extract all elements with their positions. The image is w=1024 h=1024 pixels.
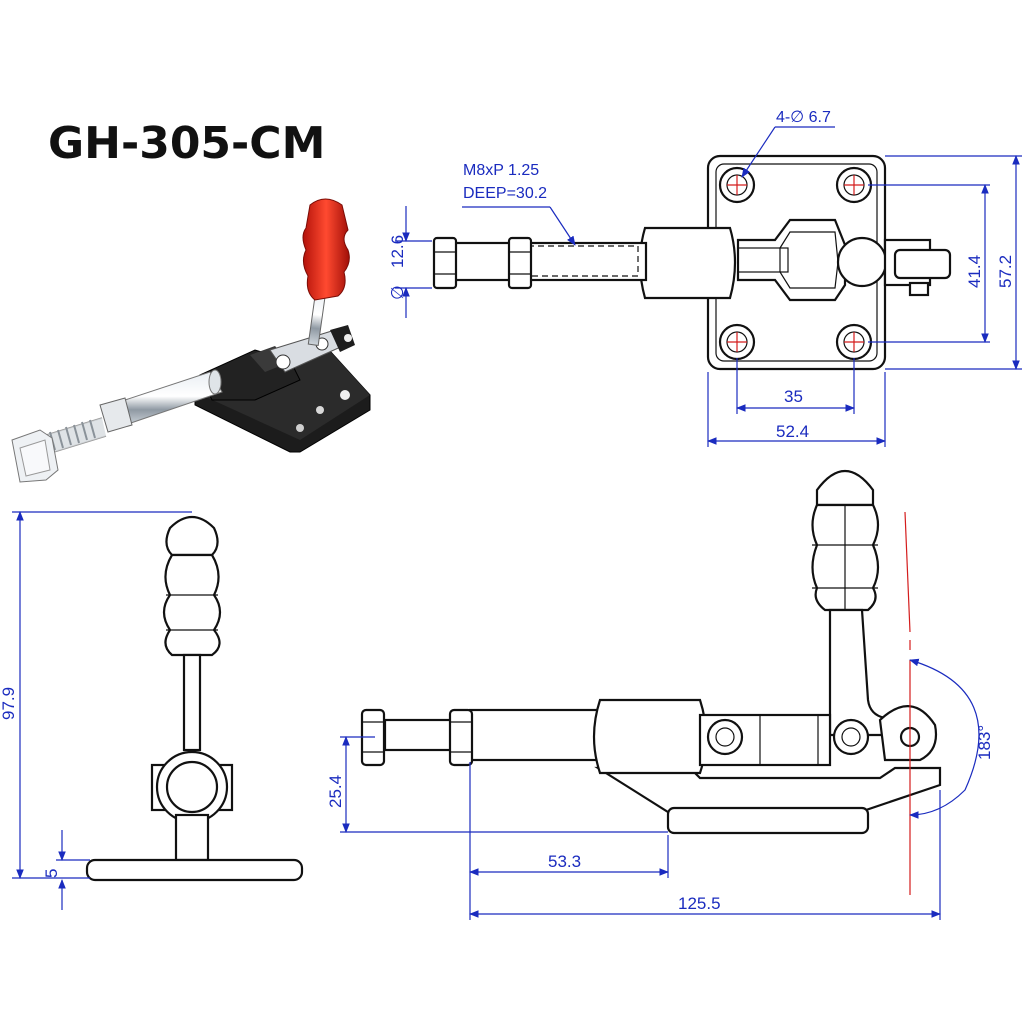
dim-hole-spacing-horizontal: 35 (784, 387, 803, 406)
dim-base-thickness: 5 (42, 869, 61, 878)
end-view-dimensions: 97.9 5 (0, 511, 192, 910)
dim-base-height: 57.2 (996, 255, 1015, 288)
holes-callout: 4-∅ 6.7 (776, 109, 831, 126)
dim-spindle-height: 25.4 (326, 775, 345, 808)
top-view (432, 154, 952, 371)
top-view-dimensions: ∅ 12.6 M8xP 1.25 DEEP=30.2 4-∅ 6.7 41.4 … (388, 109, 1022, 447)
hole-center-marks (727, 175, 864, 352)
dim-overall-height: 97.9 (0, 687, 18, 720)
dim-overall-length: 125.5 (678, 894, 721, 913)
dim-hole-spacing-vertical: 41.4 (965, 255, 984, 288)
dim-base-width: 52.4 (776, 422, 809, 441)
dim-diameter-symbol: ∅ (388, 285, 407, 300)
side-view (360, 469, 942, 835)
dim-handle-travel: 183° (975, 725, 994, 760)
dim-spindle-offset: 53.3 (548, 852, 581, 871)
side-view-dimensions: 183° 25.4 53.3 125.5 (326, 511, 994, 920)
thread-callout-line1: M8xP 1.25 (463, 162, 539, 179)
product-photo (11, 198, 371, 483)
thread-callout-line2: DEEP=30.2 (463, 185, 547, 202)
product-title: GH-305-CM (48, 118, 326, 169)
end-view (85, 515, 304, 882)
dim-spindle-diameter: 12.6 (388, 235, 407, 268)
